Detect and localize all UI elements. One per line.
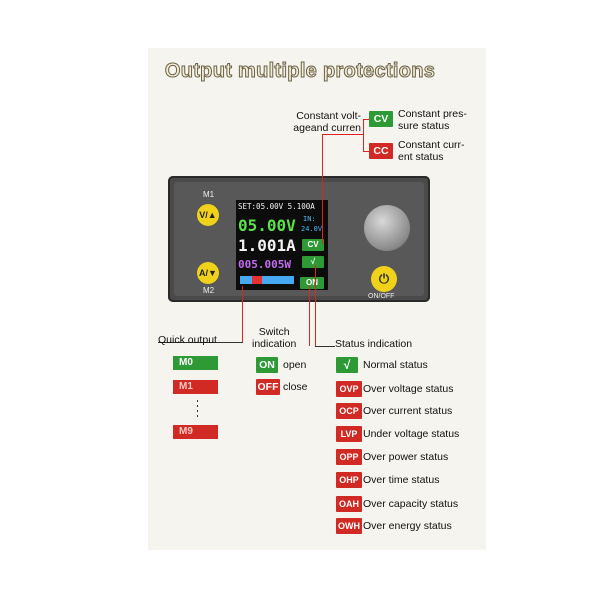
status-code-ocp: OCP <box>336 403 362 419</box>
switch-indication-label: Switch indication <box>252 326 297 350</box>
memory-m0: M0 <box>173 356 218 370</box>
cv-tag: CV <box>369 111 393 127</box>
set-readout: SET:05.00V 5.100A <box>238 202 315 211</box>
status-code-lvp: LVP <box>336 426 362 442</box>
on-description: open <box>283 359 307 371</box>
on-tag: ON <box>256 357 278 373</box>
status-text: Over voltage status <box>363 383 454 395</box>
status-text: Over current status <box>363 405 453 417</box>
m2-label: M2 <box>203 286 215 295</box>
status-code-ohp: OHP <box>336 472 362 488</box>
status-text: Over time status <box>363 474 440 486</box>
current-readout: 1.001A <box>238 236 296 255</box>
memory-ellipsis <box>197 400 198 420</box>
status-text: Over power status <box>363 451 449 463</box>
status-code-ovp: OVP <box>336 381 362 397</box>
output-bar <box>240 276 294 284</box>
input-label: IN: <box>303 215 316 223</box>
status-code-oah: OAH <box>336 496 362 512</box>
quick-output-label: Quick output <box>158 334 217 346</box>
off-description: close <box>283 381 308 393</box>
switch-pointer <box>309 286 310 346</box>
voltage-up-button[interactable]: V/▲ <box>197 204 219 226</box>
screen-switch-tag: ON <box>300 277 324 289</box>
memory-m1: M1 <box>173 380 218 394</box>
m1-label: M1 <box>203 190 215 199</box>
cv-link <box>322 134 363 135</box>
status-underline <box>315 346 335 347</box>
power-button[interactable]: ⏻ <box>371 266 397 292</box>
status-text: Over capacity status <box>363 498 459 510</box>
cv-bracket-h1 <box>363 119 369 120</box>
status-text: Under voltage status <box>363 428 460 440</box>
status-text: Over energy status <box>363 520 452 532</box>
status-pointer <box>315 265 316 346</box>
status-code-normal: √ <box>336 357 358 373</box>
screen-status-tag: √ <box>302 256 324 268</box>
cv-bracket-h2 <box>363 151 369 152</box>
status-code-opp: OPP <box>336 449 362 465</box>
cv-bracket-v <box>363 119 364 152</box>
current-down-button[interactable]: A/▼ <box>197 262 219 284</box>
screen-mode-tag: CV <box>302 239 324 251</box>
memory-m9: M9 <box>173 425 218 439</box>
rotary-encoder-knob[interactable] <box>364 205 410 251</box>
cc-tag: CC <box>369 143 393 159</box>
cc-description: Constant curr- ent status <box>398 139 465 163</box>
voltage-readout: 05.00V <box>238 216 296 235</box>
off-tag: OFF <box>256 379 280 395</box>
mode-pointer <box>322 134 323 244</box>
status-text: Normal status <box>363 359 428 371</box>
input-voltage: 24.0V <box>301 225 323 233</box>
power-readout: 005.005W <box>238 258 291 271</box>
status-indication-label: Status indication <box>335 338 413 350</box>
quick-output-underline <box>158 342 243 343</box>
onoff-label: ON/OFF <box>368 293 395 300</box>
cv-cc-label: Constant volt- ageand curren <box>293 110 361 134</box>
cv-description: Constant pres- sure status <box>398 108 467 132</box>
quick-output-pointer <box>242 286 243 342</box>
page-title: Output multiple protections <box>164 60 436 83</box>
output-bar-marker <box>252 276 262 284</box>
status-code-owh: OWH <box>336 518 362 534</box>
